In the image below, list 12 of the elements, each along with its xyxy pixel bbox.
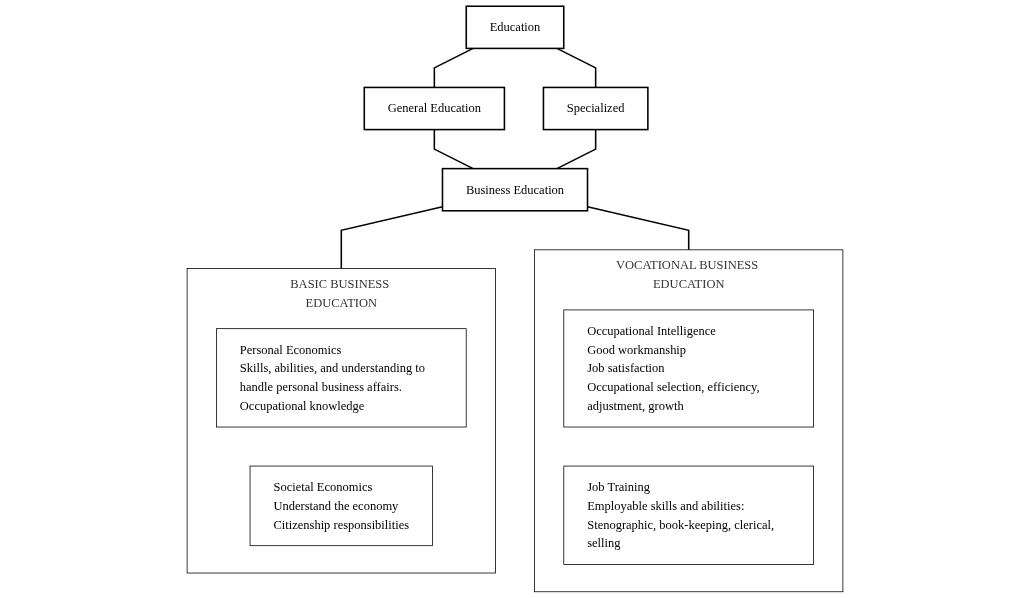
connector — [555, 47, 596, 89]
node-box: Personal Economics Skills, abilities, and understanding to handle personal business affairs. Occupational knowledge — [215, 328, 467, 428]
node-box: General Education — [363, 86, 505, 131]
connector — [433, 47, 474, 89]
node-box: Societal Economics Understand the economy Citizenship responsibilities — [249, 465, 433, 547]
node-box: Occupational Intelligence Good workmanship Job satisfaction Occupational selection, efficiency, adjustment, growth — [562, 309, 814, 428]
connector — [555, 128, 596, 170]
node-box: Specialized — [542, 86, 649, 131]
node-box: Business Education — [441, 167, 588, 212]
connector — [433, 128, 474, 170]
node-box: Job Training Employable skills and abilities: Stenographic, book-keeping, clerical, selling — [562, 465, 814, 565]
node-box: Education — [465, 5, 564, 50]
